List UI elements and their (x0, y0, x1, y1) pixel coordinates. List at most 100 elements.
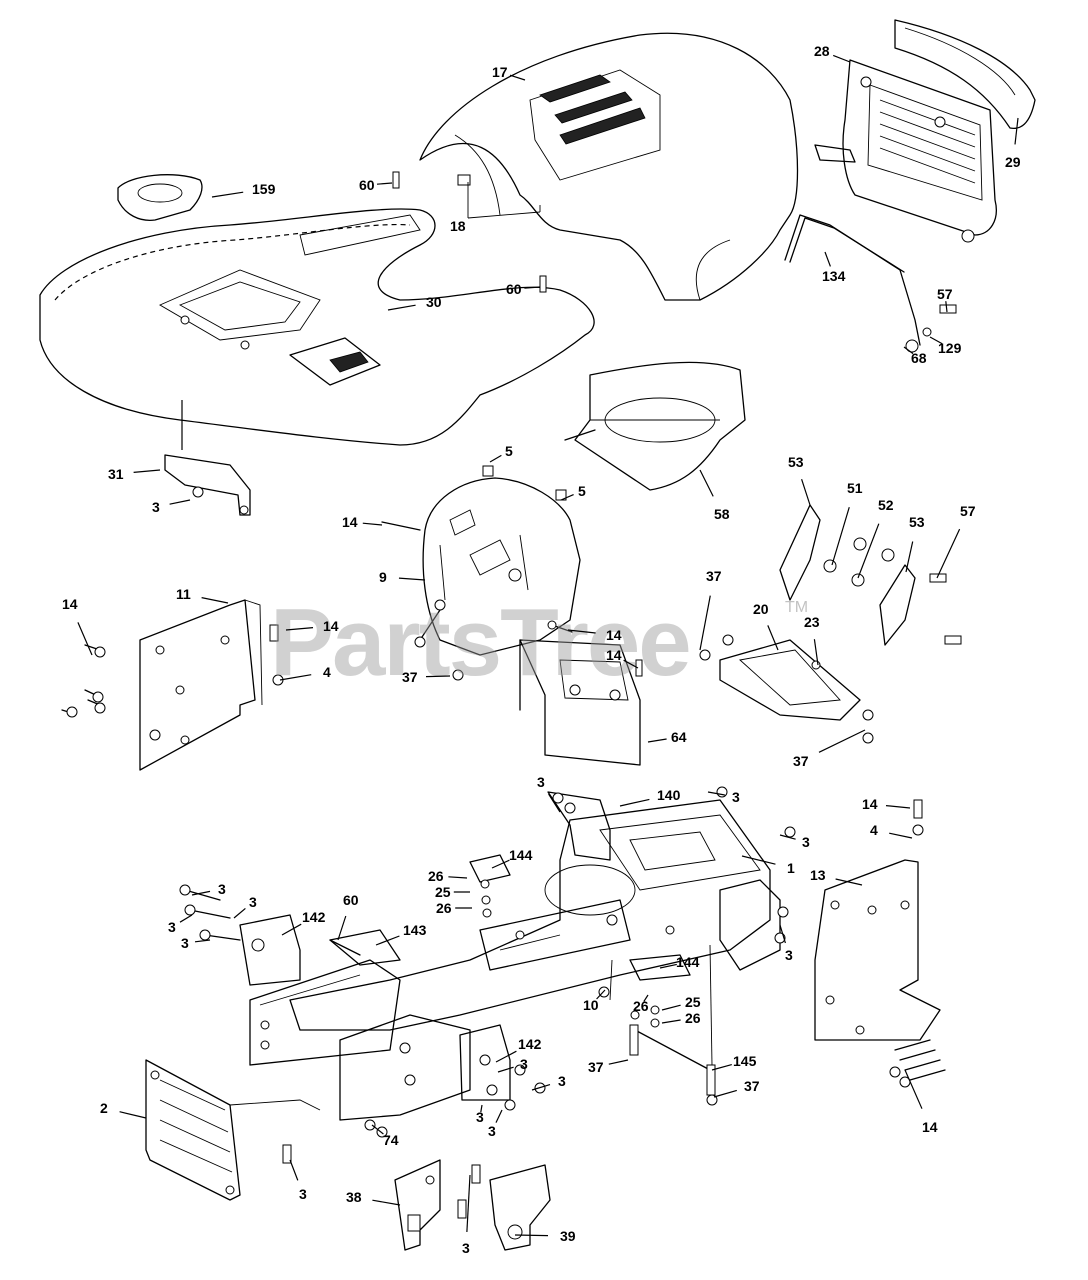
grille-part[interactable] (814, 59, 997, 243)
part-label-3m[interactable]: 3 (488, 1123, 496, 1139)
part-label-3a[interactable]: 3 (152, 499, 160, 515)
seat-knob-part[interactable] (117, 174, 203, 221)
part-label-3g[interactable]: 3 (168, 919, 176, 935)
part-label-3f[interactable]: 3 (249, 894, 257, 910)
part-label-144b[interactable]: 144 (676, 954, 700, 970)
steering-plate-part[interactable] (779, 504, 962, 646)
part-label-159[interactable]: 159 (252, 181, 276, 197)
part-label-14b[interactable]: 14 (62, 596, 78, 612)
part-label-5b[interactable]: 5 (578, 483, 586, 499)
part-label-4a[interactable]: 4 (323, 664, 331, 680)
bumper-part[interactable] (894, 19, 1036, 130)
hood-bracket-part[interactable] (392, 171, 547, 293)
part-label-4b[interactable]: 4 (870, 822, 878, 838)
part-label-144a[interactable]: 144 (509, 847, 533, 863)
part-label-31[interactable]: 31 (108, 466, 124, 482)
part-label-39[interactable]: 39 (560, 1228, 576, 1244)
part-label-74[interactable]: 74 (383, 1132, 399, 1148)
part-label-37e[interactable]: 37 (744, 1078, 760, 1094)
part-label-30[interactable]: 30 (426, 294, 442, 310)
dash-panel-part[interactable] (381, 465, 581, 656)
part-label-3h[interactable]: 3 (181, 935, 189, 951)
tie-rod-part[interactable] (598, 944, 718, 1106)
part-label-26b[interactable]: 26 (436, 900, 452, 916)
part-label-14f[interactable]: 14 (862, 796, 878, 812)
part-label-14a[interactable]: 14 (342, 514, 358, 530)
part-label-129[interactable]: 129 (938, 340, 962, 356)
part-label-38[interactable]: 38 (346, 1189, 362, 1205)
part-label-143[interactable]: 143 (403, 922, 427, 938)
part-label-20[interactable]: 20 (753, 601, 769, 617)
part-label-57b[interactable]: 57 (960, 503, 976, 519)
part-label-142b[interactable]: 142 (518, 1036, 542, 1052)
battery-tray-part[interactable] (564, 361, 746, 491)
part-label-60b[interactable]: 60 (506, 281, 522, 297)
leader-line-37b (425, 675, 451, 678)
right-side-panel-part[interactable] (814, 799, 946, 1088)
part-label-23[interactable]: 23 (804, 614, 820, 630)
front-plate-part[interactable] (145, 1059, 321, 1201)
part-label-26a[interactable]: 26 (428, 868, 444, 884)
part-label-3l[interactable]: 3 (476, 1109, 484, 1125)
hood-part[interactable] (419, 32, 799, 301)
part-label-52[interactable]: 52 (878, 497, 894, 513)
part-label-25b[interactable]: 25 (685, 994, 701, 1010)
part-label-3b[interactable]: 3 (537, 774, 545, 790)
fender-part[interactable] (39, 208, 595, 446)
part-label-26d[interactable]: 26 (685, 1010, 701, 1026)
part-label-3e[interactable]: 3 (218, 881, 226, 897)
part-label-57a[interactable]: 57 (937, 286, 953, 302)
part-label-3i[interactable]: 3 (785, 947, 793, 963)
leader-line-25b (661, 1004, 681, 1011)
part-label-3o[interactable]: 3 (462, 1240, 470, 1256)
part-label-140[interactable]: 140 (657, 787, 681, 803)
mounting-plate-part[interactable] (699, 634, 874, 744)
part-label-29[interactable]: 29 (1005, 154, 1021, 170)
part-label-37d[interactable]: 37 (588, 1059, 604, 1075)
part-label-3c[interactable]: 3 (732, 789, 740, 805)
part-label-5a[interactable]: 5 (505, 443, 513, 459)
part-label-60c[interactable]: 60 (343, 892, 359, 908)
part-label-11[interactable]: 11 (176, 586, 191, 602)
part-label-2[interactable]: 2 (100, 1100, 108, 1116)
part-label-3d[interactable]: 3 (802, 834, 810, 850)
part-label-37a[interactable]: 37 (706, 568, 722, 584)
part-label-28[interactable]: 28 (814, 43, 830, 59)
main-frame-part[interactable] (249, 799, 781, 1121)
part-label-3k[interactable]: 3 (558, 1073, 566, 1089)
support-rod-part[interactable] (784, 214, 957, 353)
console-bracket-part[interactable] (519, 639, 641, 766)
part-label-13[interactable]: 13 (810, 867, 826, 883)
part-label-9[interactable]: 9 (379, 569, 387, 585)
part-label-1[interactable]: 1 (787, 860, 795, 876)
part-label-25a[interactable]: 25 (435, 884, 451, 900)
part-label-18[interactable]: 18 (450, 218, 466, 234)
part-label-64[interactable]: 64 (671, 729, 687, 745)
part-label-134[interactable]: 134 (822, 268, 846, 284)
part-label-3n[interactable]: 3 (299, 1186, 307, 1202)
part-label-14c[interactable]: 14 (323, 618, 339, 634)
leader-line-143 (375, 935, 400, 946)
part-label-10[interactable]: 10 (583, 997, 599, 1013)
part-label-51[interactable]: 51 (847, 480, 863, 496)
part-label-3j[interactable]: 3 (520, 1056, 528, 1072)
seat-bracket-part[interactable] (164, 400, 251, 516)
part-label-14d[interactable]: 14 (606, 627, 622, 643)
part-label-142a[interactable]: 142 (302, 909, 326, 925)
part-label-14e[interactable]: 14 (606, 647, 622, 663)
part-label-26c[interactable]: 26 (633, 998, 649, 1014)
left-side-panel-part[interactable] (61, 599, 284, 771)
left-lower-bracket-part[interactable] (394, 1159, 441, 1251)
part-label-37c[interactable]: 37 (793, 753, 809, 769)
part-label-17[interactable]: 17 (492, 64, 508, 80)
part-label-58[interactable]: 58 (714, 506, 730, 522)
part-label-37b[interactable]: 37 (402, 669, 418, 685)
part-label-53b[interactable]: 53 (909, 514, 925, 530)
part-label-68[interactable]: 68 (911, 350, 927, 366)
part-label-53a[interactable]: 53 (788, 454, 804, 470)
part-label-145[interactable]: 145 (733, 1053, 757, 1069)
leader-line-3l (480, 1104, 483, 1113)
front-bracket-part[interactable] (179, 786, 796, 1111)
part-label-14g[interactable]: 14 (922, 1119, 938, 1135)
part-label-60a[interactable]: 60 (359, 177, 375, 193)
